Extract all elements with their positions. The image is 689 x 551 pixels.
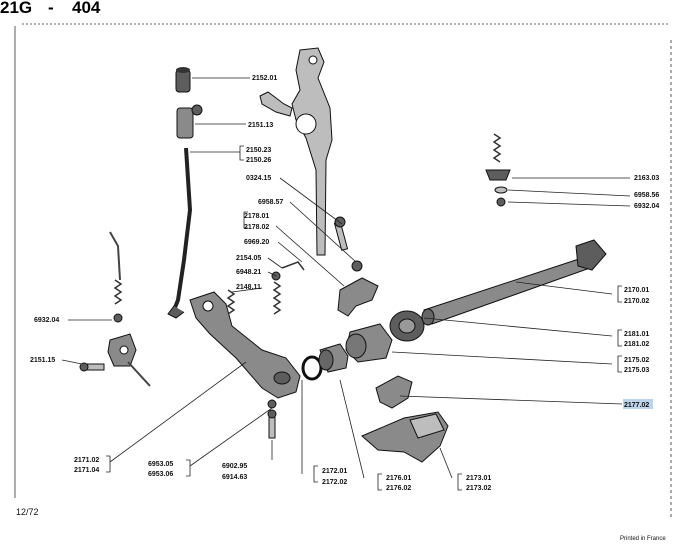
label-2151-13: 2151.13 [248,122,273,129]
label-2176-02: 2176.02 [386,485,411,492]
label-2171-02: 2171.02 [74,457,99,464]
label-2152-01: 2152.01 [252,75,277,82]
cylinder-2152-drawing [175,67,191,93]
label-6932-04-left: 6932.04 [34,317,59,324]
left-linkage-drawing [79,231,151,387]
title-number: 404 [72,0,101,17]
label-6953-06: 6953.06 [148,471,173,478]
label-6932-04-right: 6932.04 [634,203,659,210]
spring-2163-drawing [485,133,511,207]
footer-date: 12/72 [16,507,39,517]
label-2170-01: 2170.01 [624,287,649,294]
label-2173-01: 2173.01 [466,475,491,482]
fork-lever-2171-drawing [189,291,301,399]
fork-2173-drawing [361,411,449,463]
label-2178-01: 2178.01 [244,213,269,220]
label-2170-02: 2170.02 [624,298,649,305]
label-6902-95: 6902.95 [222,463,247,470]
footer-printed: Printed in France [620,536,666,542]
title-dash: - [48,0,54,17]
label-2154-05: 2154.05 [236,255,261,262]
rod-2150-drawing [167,147,193,319]
clutch-pedal-drawing [259,47,333,256]
label-2150-23: 2150.23 [246,147,271,154]
pad-2177-drawing [375,375,413,409]
bracket-2178-drawing [337,277,379,317]
label-2173-02: 2173.02 [466,485,491,492]
label-0324-15: 0324.15 [246,175,271,182]
washer-2172-drawing [301,355,323,381]
leader-lines [61,77,631,491]
label-2148-11: 2148.11 [236,284,261,291]
part-labels: 2152.01 2151.13 2150.23 2150.26 0324.15 … [30,75,659,492]
page-title: 21G - 404 [0,0,101,17]
label-6914-63: 6914.63 [222,474,247,481]
label-6958-57: 6958.57 [258,199,283,206]
label-2177-02-highlight [623,399,653,409]
bush-2176-drawing [318,343,349,373]
label-2181-02: 2181.02 [624,341,649,348]
bearing-2181-drawing [389,310,425,342]
label-2163-03: 2163.03 [634,175,659,182]
bolt-6902-drawing [267,399,277,439]
guide-tube-2170-drawing [421,239,607,326]
label-2175-03: 2175.03 [624,367,649,374]
cylinder-2151-drawing [176,104,203,139]
label-2177-02: 2177.02 [624,402,649,409]
label-6953-05: 6953.05 [148,461,173,468]
label-6969-20: 6969.20 [244,239,269,246]
label-6948-21: 6948.21 [236,269,261,276]
label-2178-02: 2178.02 [244,224,269,231]
label-2176-01: 2176.01 [386,475,411,482]
label-2181-01: 2181.01 [624,331,649,338]
title-model: 21G [0,0,32,17]
bolt-0324-drawing [333,216,363,272]
label-2172-02: 2172.02 [322,479,347,486]
label-2151-15: 2151.15 [30,357,55,364]
label-2150-26: 2150.26 [246,157,271,164]
label-6958-56: 6958.56 [634,192,659,199]
label-2172-01: 2172.01 [322,468,347,475]
label-2175-02: 2175.02 [624,357,649,364]
label-2171-04: 2171.04 [74,467,99,474]
sleeve-2175-drawing [345,323,393,363]
